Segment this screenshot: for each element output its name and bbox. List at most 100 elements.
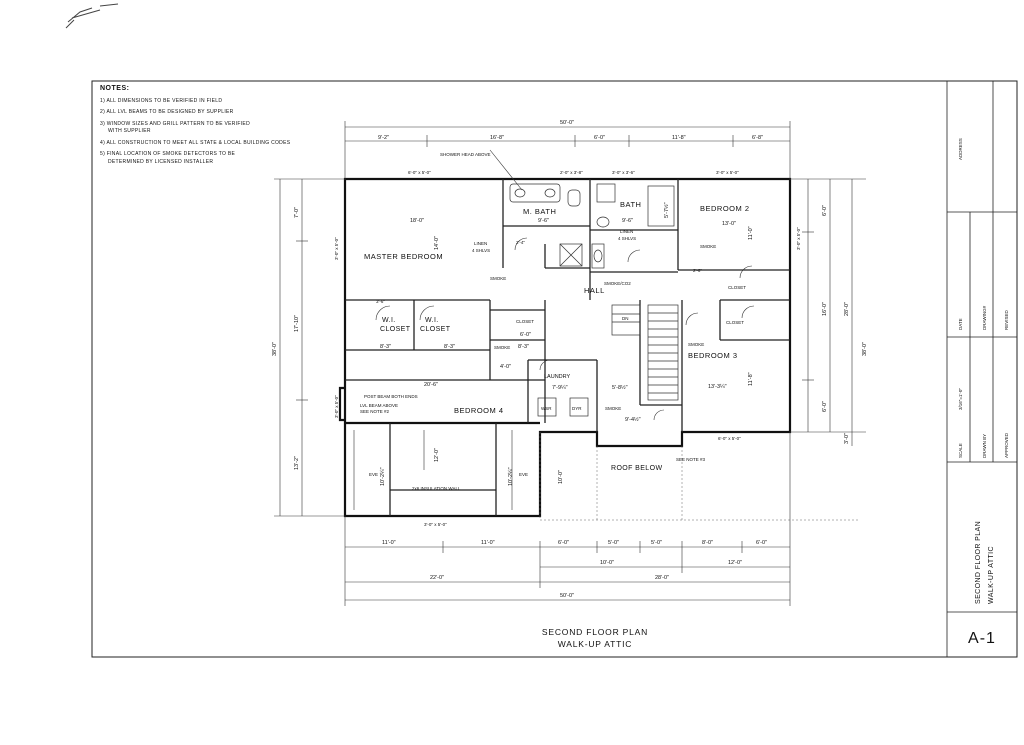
hall-label: HALL [584,286,605,295]
dim-right-2: 16'-0" [822,302,828,316]
eve-label-1: EVE [369,472,378,477]
dim-left-3: 13'-2" [294,456,300,470]
dim-right-4: 3'-0" [844,433,850,444]
sheet-border [91,80,1018,658]
dim-bottom-pair-2: 28'-0" [655,575,669,581]
linen-label-2: LINEN [620,229,633,234]
dim-mbath: 9'-6" [538,218,549,224]
dim-master-w: 18'-0" [410,218,424,224]
linen-label-1: LINEN [474,241,487,246]
insulation-wall-label: 2x6 INSULATION WALL [412,486,461,491]
notes-block: NOTES: 1) ALL DIMENSIONS TO BE VERIFIED … [100,84,330,170]
dim-bed2-w: 13'-0" [722,221,736,227]
note-1: 1) ALL DIMENSIONS TO BE VERIFIED IN FIEL… [100,97,223,104]
window-7: 3'-0" x 5'-0" [334,237,339,260]
laundry-label: LAUNDRY [544,374,571,380]
smoke-label-1: SMOKE [490,276,506,281]
drawn-by-label: DRAWN BY [982,434,987,458]
notes-header: NOTES: [100,85,130,92]
exterior-walls [338,177,792,518]
interior-walls [345,179,790,516]
roof-below-label: ROOF BELOW [611,465,662,472]
dimension-lines [274,121,866,606]
see-note2-label: SEE NOTE #2 [360,409,390,414]
dimension-text: 50'-0" 9'-2" 16'-8" 6'-0" 11'-8" 6'-8" 6… [272,120,868,599]
wi-label-2: W.I. [425,317,439,324]
bath-fixtures [509,183,675,417]
dn-label: DN [622,316,629,321]
dyr-label: DYR [572,406,582,411]
dim-top-4: 11'-8" [672,135,686,141]
plan-caption: SECOND FLOOR PLAN WALK-UP ATTIC [500,626,690,651]
dim-left-overall: 38'-0" [272,342,278,356]
dim-closet-a: 8'-3" [380,344,391,350]
scan-marks [65,3,119,29]
dim-closet-b: 8'-3" [444,344,455,350]
dim-bottom-6: 8'-0" [702,540,713,546]
closet-small-2: CLOSET [726,320,744,325]
dim-master-d: 14'-0" [434,236,440,250]
see-note3-label: SEE NOTE #3 [676,457,706,462]
approved-label: APPROVED [1004,432,1009,458]
dim-left-1: 7'-0" [294,207,300,218]
window-2: 2'-0" x 3'-8" [560,170,583,175]
title-line-1: SECOND FLOOR PLAN [975,521,982,604]
dim-bath-w: 9'-6" [622,218,633,224]
dim-eve-c: 10'-0" [558,470,564,484]
dim-small-b: 6'-0" [520,332,531,338]
dim-bath-d: 5'-7½" [663,202,670,218]
bedroom4-label: BEDROOM 4 [454,406,504,415]
stair [611,304,679,401]
dim-bottom-4: 5'-0" [608,540,619,546]
dim-bottom-7: 6'-0" [756,540,767,546]
dim-eve-b: 10'-2¼" [508,467,514,486]
title-block-text: ADDRESS DATE DRAWING# REVISED SCALE 3/16… [958,138,1009,647]
master-bedroom-label: MASTER BEDROOM [364,252,443,261]
window-6: 3'-0" x 5'-0" [424,522,447,527]
sheet-number: A-1 [968,630,996,647]
dim-bottom-1: 11'-0" [382,540,396,546]
dim-bed4-w: 20'-6" [424,382,438,388]
bedroom3-label: BEDROOM 3 [688,351,738,360]
window-3: 3'-0" x 3'-6" [612,170,635,175]
note-4: 4) ALL CONSTRUCTION TO MEET ALL STATE & … [100,139,291,146]
shower-head-label: SHOWER HEAD ABOVE [440,152,491,157]
dim-left-2: 17'-10" [294,315,300,332]
date-label: DATE [958,318,963,330]
dim-bed4-d: 12'-0" [434,448,440,462]
note-3: 3) WINDOW SIZES AND GRILL PATTERN TO BE … [100,120,250,135]
door-swings [375,237,755,421]
bath-label: BATH [620,200,641,209]
dim-overall-top: 50'-0" [560,120,574,126]
dim-bottom-overall: 50'-0" [560,593,574,599]
closet-small-3: CLOSET [728,285,746,290]
eve-label-2: EVE [519,472,528,477]
dim-hall-w: 5'-8½" [612,384,628,391]
dim-closet-c: 8'-3" [518,344,529,350]
wsr-label: WSR [541,406,552,411]
dim-bottom-mid-1: 10'-0" [600,560,614,566]
address-label: ADDRESS [958,138,963,160]
bedroom2-label: BEDROOM 2 [700,204,750,213]
smoke-co-label: SMOKE/CO2 [604,281,631,286]
post-beam-label: POST BEAM BOTH ENDS [364,394,418,399]
smoke-label-5: SMOKE [605,406,621,411]
dim-door-c: 2'-4" [516,240,525,245]
window-8: 3'-0" x 5'-0" [334,395,339,418]
dim-top-1: 9'-2" [378,135,389,141]
shelves-label-2: 4 SHLVS [618,236,636,241]
smoke-label-4: SMOKE [494,345,510,350]
dim-bed2-d: 11'-0" [748,226,754,240]
note-5: 5) FINAL LOCATION OF SMOKE DETECTORS TO … [100,151,236,165]
dim-laundry-w: 7'-9¼" [552,385,568,391]
dim-right-overall: 38'-0" [862,342,868,356]
revised-label: REVISED [1004,309,1009,330]
dim-bottom-pair-1: 22'-0" [430,575,444,581]
window-4: 3'-0" x 5'-0" [716,170,739,175]
dim-small-a: 4'-0" [500,364,511,370]
roof-below-outline [539,432,860,521]
dim-door-a: 2'-6" [693,268,702,273]
shelves-label-1: 4 SHLVS [472,248,490,253]
dim-stair-w: 9'-4½" [625,416,641,423]
